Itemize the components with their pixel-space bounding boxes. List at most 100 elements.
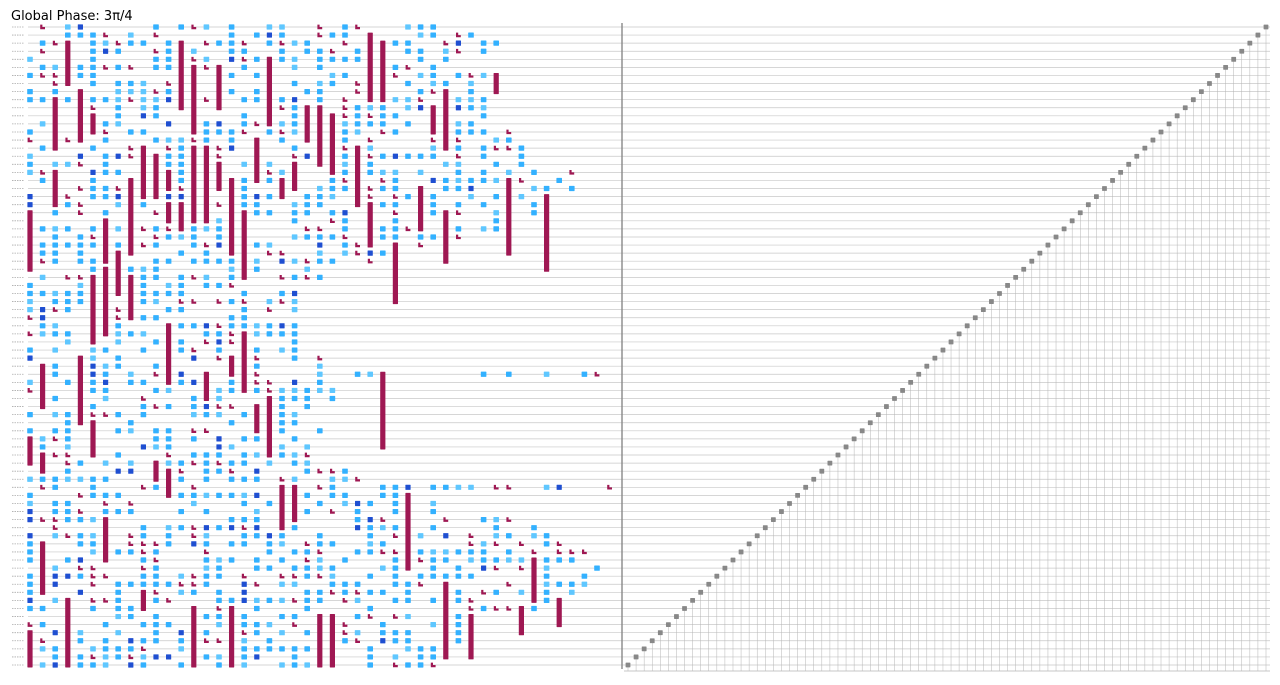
single-qubit-gate — [569, 185, 575, 192]
small-crimson-gate — [204, 97, 209, 102]
small-crimson-gate — [128, 533, 134, 538]
single-qubit-gate — [52, 484, 58, 490]
small-crimson-gate — [52, 525, 58, 530]
single-qubit-gate — [228, 258, 235, 264]
single-qubit-gate — [392, 40, 399, 46]
measure-gate — [770, 517, 776, 523]
single-qubit-gate — [203, 630, 210, 636]
small-crimson-gate — [506, 517, 512, 522]
single-qubit-gate — [203, 654, 210, 660]
two-qubit-gate — [506, 177, 512, 256]
single-qubit-gate — [77, 630, 84, 636]
single-qubit-gate — [455, 613, 462, 620]
small-crimson-gate — [304, 258, 310, 264]
single-qubit-gate — [216, 589, 222, 595]
single-qubit-gate — [27, 89, 33, 95]
single-qubit-gate — [392, 185, 399, 192]
single-qubit-gate — [543, 573, 550, 579]
single-qubit-gate — [216, 412, 222, 418]
two-qubit-gate — [329, 113, 335, 175]
small-crimson-gate — [607, 484, 612, 490]
single-qubit-gate — [543, 541, 550, 547]
measure-gate — [900, 388, 905, 393]
single-qubit-gate — [291, 565, 298, 571]
pauli-gate — [266, 533, 272, 539]
single-qubit-gate — [140, 525, 147, 531]
small-crimson-gate — [594, 371, 600, 377]
measure-gate — [964, 323, 970, 329]
single-qubit-gate — [90, 145, 96, 151]
single-qubit-gate — [216, 387, 222, 394]
single-qubit-gate — [203, 274, 210, 280]
single-qubit-gate — [506, 533, 512, 539]
two-qubit-gate — [430, 105, 436, 135]
measure-gate — [1182, 105, 1188, 111]
single-qubit-gate — [279, 597, 285, 603]
small-crimson-gate — [153, 89, 159, 94]
small-crimson-gate — [141, 541, 146, 547]
small-crimson-gate — [191, 533, 197, 538]
single-qubit-gate — [140, 89, 147, 95]
single-qubit-gate — [140, 202, 147, 208]
two-qubit-gate — [90, 420, 96, 458]
single-qubit-gate — [405, 80, 411, 87]
single-qubit-gate — [493, 210, 499, 216]
small-crimson-gate — [279, 274, 285, 280]
two-qubit-gate — [468, 614, 474, 660]
single-qubit-gate — [90, 80, 96, 87]
single-qubit-gate — [556, 581, 562, 587]
single-qubit-gate — [581, 371, 588, 377]
two-qubit-gate — [292, 484, 298, 523]
single-qubit-gate — [543, 565, 550, 571]
small-crimson-gate — [279, 573, 285, 579]
small-crimson-gate — [267, 250, 272, 256]
single-qubit-gate — [455, 622, 462, 628]
single-qubit-gate — [153, 266, 159, 272]
single-qubit-gate — [417, 573, 424, 579]
single-qubit-gate — [480, 549, 487, 555]
single-qubit-gate — [480, 129, 487, 135]
measure-gate — [997, 291, 1002, 296]
single-qubit-gate — [153, 622, 159, 628]
single-qubit-gate — [279, 662, 285, 668]
single-qubit-gate — [291, 662, 298, 668]
single-qubit-gate — [140, 290, 147, 297]
single-qubit-gate — [392, 218, 399, 224]
single-qubit-gate — [191, 500, 197, 507]
single-qubit-gate — [153, 428, 159, 434]
single-qubit-gate — [266, 40, 273, 46]
single-qubit-gate — [140, 105, 147, 111]
single-qubit-gate — [279, 412, 285, 418]
small-crimson-gate — [304, 557, 310, 563]
single-qubit-gate — [90, 662, 96, 668]
single-qubit-gate — [266, 161, 273, 167]
single-qubit-gate — [417, 646, 424, 652]
single-qubit-gate — [115, 597, 121, 603]
measure-gate — [851, 436, 857, 442]
single-qubit-gate — [279, 347, 285, 353]
single-qubit-gate — [153, 597, 159, 603]
single-qubit-gate — [455, 630, 462, 636]
single-qubit-gate — [405, 662, 411, 668]
pauli-gate — [254, 492, 260, 499]
single-qubit-gate — [102, 185, 109, 192]
single-qubit-gate — [115, 613, 121, 620]
single-qubit-gate — [90, 484, 96, 490]
single-qubit-gate — [279, 395, 285, 402]
small-crimson-gate — [418, 581, 423, 587]
single-qubit-gate — [102, 40, 109, 46]
single-qubit-gate — [52, 323, 58, 329]
single-qubit-gate — [254, 508, 260, 515]
measure-gate — [698, 589, 704, 595]
small-crimson-gate — [456, 32, 461, 38]
single-qubit-gate — [367, 121, 373, 127]
single-qubit-gate — [65, 412, 71, 418]
single-qubit-gate — [556, 557, 562, 563]
pauli-gate — [191, 379, 197, 385]
single-qubit-gate — [367, 145, 373, 151]
small-crimson-gate — [78, 210, 83, 215]
single-qubit-gate — [342, 581, 348, 587]
single-qubit-gate — [153, 113, 159, 119]
single-qubit-gate — [140, 129, 147, 135]
small-crimson-gate — [405, 64, 411, 70]
